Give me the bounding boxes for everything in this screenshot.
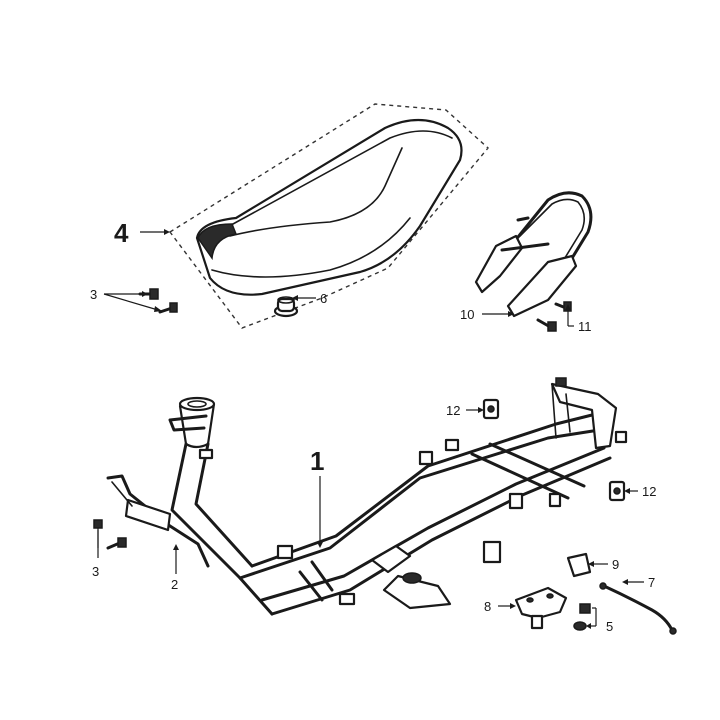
nut-clip-right-part [608,480,626,502]
frame-main-rail-right [270,456,612,616]
leader-lines [97,229,644,629]
frame-main-rail-left [238,426,614,580]
nut-clip-top-part [482,398,500,420]
seat-body [195,118,463,296]
callout-labels: 4 3 6 10 11 1 12 12 3 2 9 7 8 5 [90,218,656,634]
stand-bracket-assembly [93,474,210,568]
callout-grab-rail: 10 [460,307,474,322]
callout-nut-clip-right: 12 [642,484,656,499]
callout-nut-clip-top: 12 [446,403,460,418]
seat-assembly [138,103,489,329]
seat-stitching [221,130,453,231]
callout-clip: 9 [612,557,619,572]
frame-assembly [168,377,628,616]
frame-cross-member [470,442,586,500]
grab-rail-bracket-left [474,234,524,294]
nut-part [573,603,591,631]
lock-bracket-part [514,586,568,630]
seat-contour [229,147,403,237]
callout-cable: 7 [648,575,655,590]
seat-lower-edge [211,217,411,278]
frame-rear-box [550,382,618,450]
callout-bolt-seat: 3 [90,287,97,302]
callout-lock-bracket: 8 [484,599,491,614]
callout-seat: 4 [114,218,129,248]
callout-frame: 1 [310,446,324,476]
callout-nut: 5 [606,619,613,634]
seat-front-pad [197,223,238,261]
frame-down-tube [170,442,274,616]
callout-rubber-damper: 6 [320,291,327,306]
frame-engine-mount [382,574,452,610]
grab-rail-loop [512,191,593,270]
clip-part [566,552,592,578]
callout-bolt-left: 3 [92,564,99,579]
grab-rail-assembly [474,191,593,332]
grab-rail-bracket-right [506,254,578,318]
callout-rail-bolt: 11 [578,319,592,334]
rail-bolts-part [536,301,572,332]
rubber-damper-part [273,296,299,318]
callout-stand-bracket: 2 [171,577,178,592]
cable-part [599,582,677,635]
